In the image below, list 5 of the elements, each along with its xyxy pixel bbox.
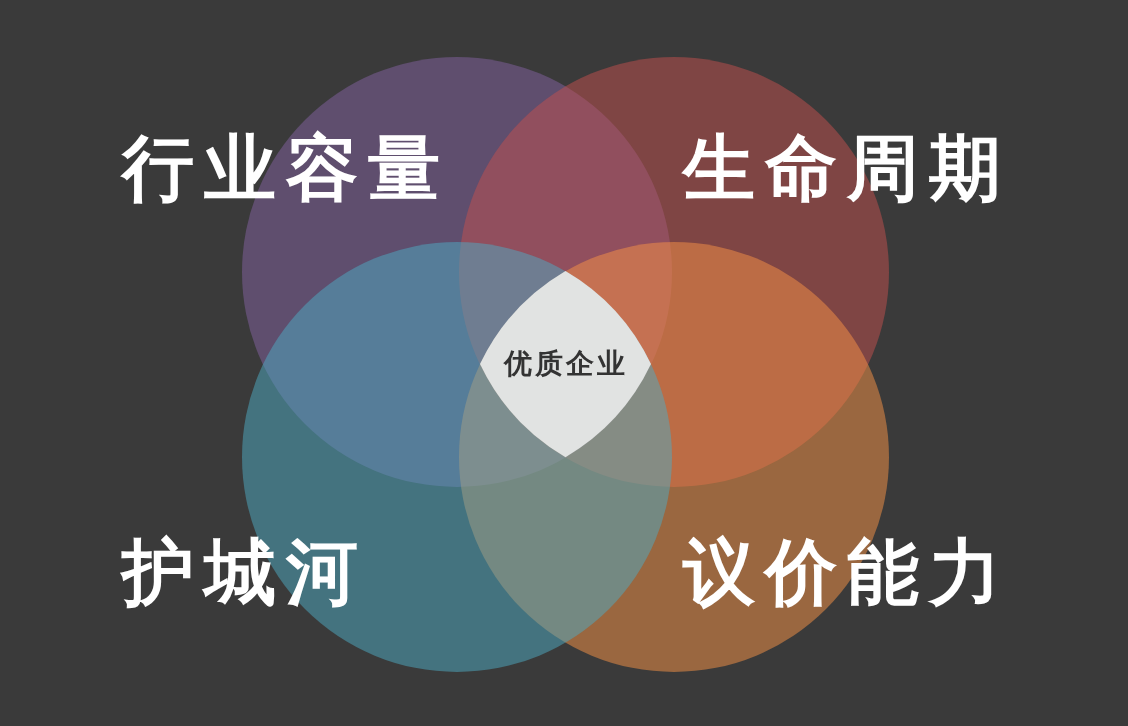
- center-label: 优质企业: [503, 349, 628, 380]
- circle-label: 生命周期: [683, 128, 1011, 208]
- circle-label: 议价能力: [683, 532, 1011, 612]
- circle-label: 行业容量: [122, 128, 450, 208]
- circle-label: 护城河: [122, 532, 368, 612]
